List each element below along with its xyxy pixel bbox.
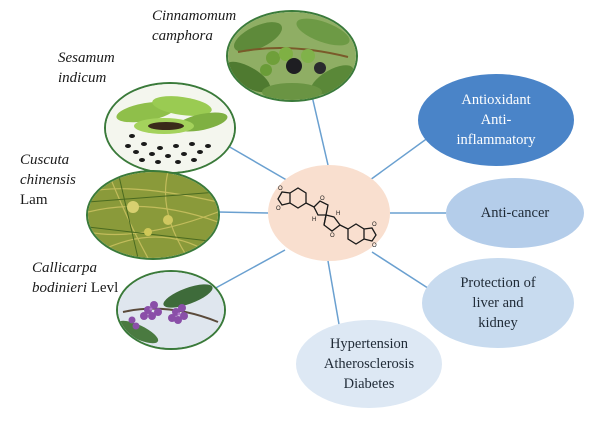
sesamin-structure-icon: O O O O O O H H [276,186,377,249]
effect-line: inflammatory [456,132,536,148]
connector-callicarpa [211,249,286,291]
effect-anticancer: Anti-cancer [446,178,584,248]
plant-name-line1: Cuscuta [20,152,70,168]
effect-line: Anti- [480,112,512,128]
plant-name-line2: indicum [58,70,107,86]
compound-node: O O O O O O H H [268,165,390,261]
effect-line: liver and [472,295,524,311]
effect-antioxidant: Antioxidant Anti- inflammatory [418,74,574,166]
effect-hypertension: Hypertension Atherosclerosis Diabetes [296,320,442,408]
plant-label-cinnamomum: Cinnamomum camphora [152,6,236,46]
connector-cinnamomum [311,95,329,166]
plant-label-callicarpa: Callicarpa bodinieri Levl [32,258,118,298]
callicarpa-picture [116,270,226,350]
svg-text:H: H [336,211,340,217]
svg-text:H: H [312,217,316,223]
effect-liver-kidney: Protection of liver and kidney [422,258,574,348]
connector-sesamum [227,145,291,183]
cinnamomum-picture [226,10,358,102]
effect-line: kidney [478,315,518,331]
cuscuta-picture [86,170,220,260]
svg-text:O: O [372,243,377,249]
plant-name-line1: Cinnamomum [152,8,237,24]
connector-hypertension [327,260,341,331]
plant-name-line2-plain: Levl [87,280,119,296]
svg-text:O: O [276,206,281,212]
effect-line: Protection of [460,275,536,291]
plant-name-line2: bodinieri [32,280,87,296]
plant-label-sesamum: Sesamum indicum [58,48,115,88]
svg-text:O: O [330,233,335,239]
svg-text:O: O [320,196,325,202]
plant-name-line1: Callicarpa [32,260,98,276]
effect-line: Hypertension [329,336,409,352]
plant-name-line3: Lam [20,192,48,208]
connector-cuscuta [217,211,269,214]
plant-name-line2: camphora [152,28,213,44]
plant-name-line1: Sesamum [58,50,115,66]
effect-line: Antioxidant [461,92,531,108]
svg-text:O: O [278,186,283,192]
plant-name-line2: chinensis [20,172,76,188]
connector-liver [371,251,435,293]
effect-line: Anti-cancer [480,205,550,221]
svg-text:O: O [372,222,377,228]
plant-label-cuscuta: Cuscuta chinensis Lam [20,150,76,210]
sesamum-picture [104,82,236,174]
effect-line: Diabetes [343,376,395,392]
effect-line: Atherosclerosis [323,356,415,372]
